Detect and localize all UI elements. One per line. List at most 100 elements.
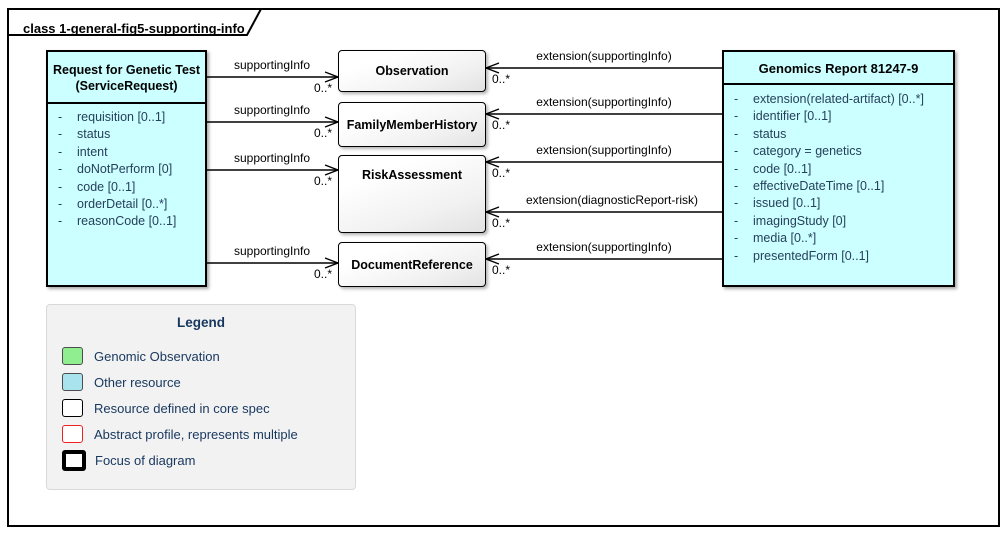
legend-item-label: Resource defined in core spec [94,400,270,416]
focus-swatch-icon [62,449,86,471]
attribute-row: -code [0..1] [734,161,949,178]
connector-multiplicity: 0..* [492,166,511,180]
visibility-marker: - [58,110,63,124]
attribute-list: -requisition [0..1]-status-intent-doNotP… [48,104,205,231]
attribute-row: -code [0..1] [58,179,201,196]
attribute-row: -reasonCode [0..1] [58,213,201,230]
abstract-profile-swatch-icon [62,425,83,443]
visibility-marker: - [734,231,739,246]
attribute-text: code [0..1] [77,179,136,194]
class-title: Observation [375,64,449,78]
class-title: RiskAssessment [361,168,463,182]
attribute-text: orderDetail [0..*] [77,197,168,212]
connector-label: supportingInfo [233,58,311,72]
visibility-marker: - [734,126,739,141]
connector-multiplicity: 0..* [492,118,511,132]
legend-item-label: Other resource [94,374,181,390]
attribute-text: intent [77,144,108,159]
attribute-row: -imagingStudy [0] [734,213,949,230]
class-node-observation[interactable]: Observation [338,50,486,92]
class-title: Genomics Report 81247-9 [724,52,953,85]
other-resource-swatch-icon [62,373,83,391]
connector-multiplicity: 0..* [492,216,511,230]
visibility-marker: - [734,92,739,106]
connector-label: supportingInfo [233,151,311,165]
attribute-text: requisition [0..1] [77,110,166,124]
connector-multiplicity: 0..* [492,72,511,86]
attribute-list: -extension(related-artifact) [0..*]-iden… [724,85,953,265]
attribute-text: doNotPerform [0] [77,162,173,177]
attribute-text: code [0..1] [753,161,812,176]
connector-multiplicity: 0..* [492,263,511,277]
legend-item-label: Focus of diagram [95,452,196,468]
attribute-text: status [77,127,111,142]
diagram-title: class 1-general-fig5-supporting-info [23,21,245,36]
attribute-text: status [753,126,787,141]
connector-label: extension(supportingInfo) [536,143,672,157]
attribute-text: identifier [0..1] [753,109,832,124]
attribute-row: -intent [58,144,201,161]
attribute-row: -requisition [0..1] [58,109,201,126]
attribute-text: presentedForm [0..1] [753,248,870,263]
attribute-row: -issued [0..1] [734,195,949,212]
visibility-marker: - [734,196,739,211]
class-node-documentreference[interactable]: DocumentReference [338,242,486,287]
attribute-row: -status [734,126,949,143]
tab-shape-icon [7,8,263,36]
attribute-text: category = genetics [753,144,862,159]
visibility-marker: - [58,179,63,194]
visibility-marker: - [734,144,739,159]
attribute-row: -status [58,126,201,143]
legend-item-label: Genomic Observation [94,348,220,364]
visibility-marker: - [58,214,63,229]
visibility-marker: - [734,161,739,176]
attribute-text: effectiveDateTime [0..1] [753,179,885,194]
attribute-row: -category = genetics [734,143,949,160]
connector-label: supportingInfo [233,103,311,117]
class-title: DocumentReference [351,257,473,272]
attribute-row: -presentedForm [0..1] [734,248,949,265]
legend-item: Genomic Observation [47,343,355,369]
connector-multiplicity: 0..* [313,126,332,140]
class-title-line2: (ServiceRequest) [75,79,178,93]
legend-item: Focus of diagram [47,447,355,473]
connector-label: extension(diagnosticReport-risk) [525,193,699,207]
visibility-marker: - [734,248,739,263]
attribute-row: -doNotPerform [0] [58,161,201,178]
visibility-marker: - [734,109,739,124]
visibility-marker: - [734,213,739,228]
legend-item-label: Abstract profile, represents multiple [94,426,298,442]
connector-label: extension(supportingInfo) [536,240,672,254]
attribute-row: -identifier [0..1] [734,108,949,125]
diagram-frame [7,8,1000,527]
attribute-text: issued [0..1] [753,196,821,211]
connector-multiplicity: 0..* [313,267,332,281]
visibility-marker: - [58,197,63,212]
visibility-marker: - [58,162,63,177]
genomic-observation-swatch-icon [62,347,83,365]
connector-label: extension(supportingInfo) [536,95,672,109]
core-spec-swatch-icon [62,399,83,417]
attribute-text: extension(related-artifact) [0..*] [753,92,924,106]
legend-title: Legend [176,315,225,330]
diagram-frame-tab: class 1-general-fig5-supporting-info [7,8,263,36]
class-title-line1: Request for Genetic Test [52,63,201,77]
attribute-row: -extension(related-artifact) [0..*] [734,91,949,108]
visibility-marker: - [734,179,739,194]
class-node-genomics-report[interactable]: Genomics Report 81247-9 -extension(relat… [722,50,955,287]
visibility-marker: - [58,127,63,142]
legend-item: Other resource [47,369,355,395]
attribute-row: -orderDetail [0..*] [58,196,201,213]
class-node-familymemberhistory[interactable]: FamilyMemberHistory [338,102,486,147]
attribute-text: reasonCode [0..1] [77,214,177,229]
attribute-row: -media [0..*] [734,230,949,247]
class-node-riskassessment[interactable]: RiskAssessment [338,155,486,233]
connector-multiplicity: 0..* [313,174,332,188]
legend-item: Resource defined in core spec [47,395,355,421]
class-node-service-request[interactable]: Request for Genetic Test (ServiceRequest… [46,50,207,287]
visibility-marker: - [58,144,63,159]
connector-label: extension(supportingInfo) [536,49,672,63]
